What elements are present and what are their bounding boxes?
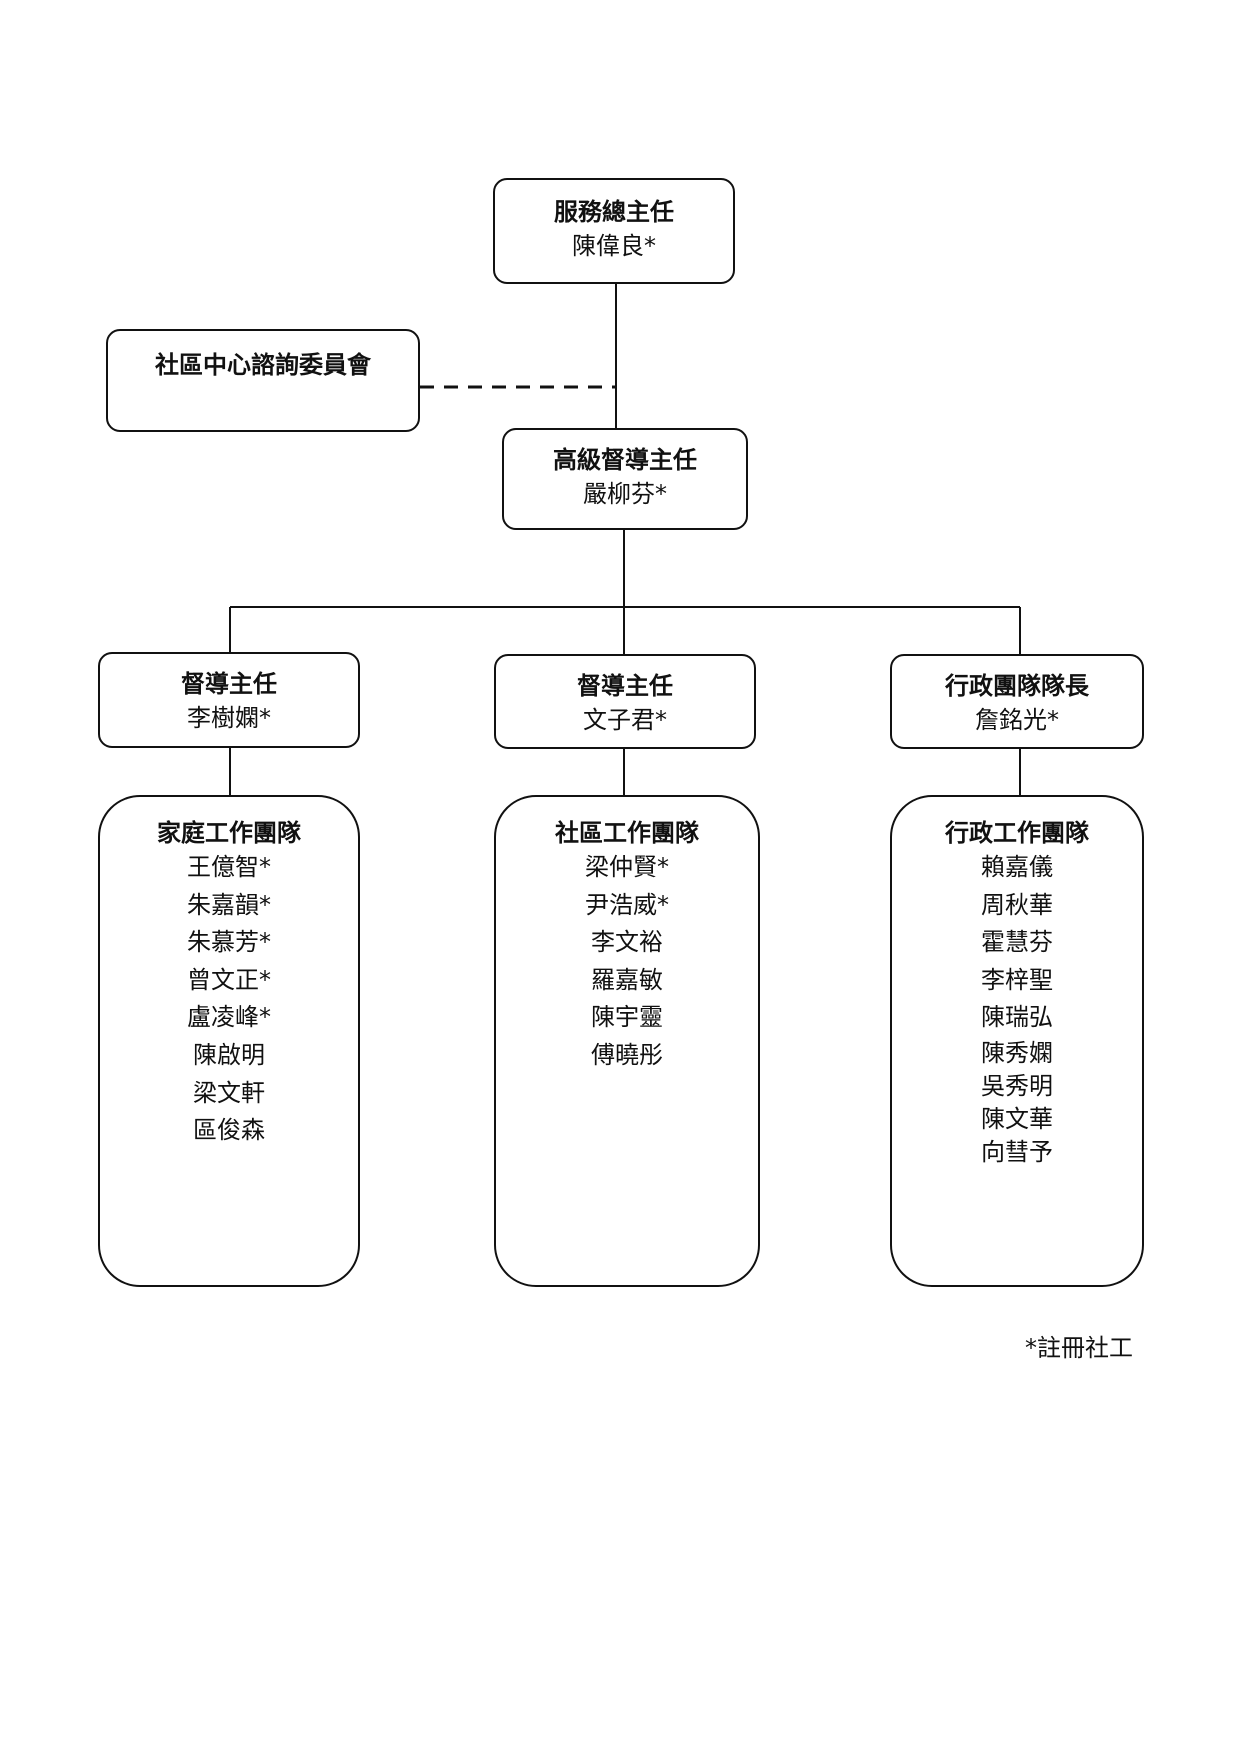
team-box-family: 家庭工作團隊 王億智* 朱嘉韻* 朱慕芳* 曾文正* 盧凌峰* 陳啟明 梁文軒 … (98, 795, 360, 1287)
team-member: 盧凌峰* (187, 1003, 271, 1032)
supervisor-name: 李樹嫻* (187, 704, 271, 732)
footnote: *註冊社工 (1025, 1334, 1133, 1362)
director-name: 陳偉良* (572, 232, 656, 260)
team-member: 陳文華 (981, 1104, 1053, 1133)
team-member: 周秋華 (981, 890, 1053, 919)
senior-supervisor-title: 高級督導主任 (553, 446, 697, 474)
team-member: 霍慧芬 (981, 928, 1053, 957)
team-member: 朱慕芳* (187, 928, 271, 957)
team-member: 尹浩威* (585, 890, 669, 919)
team-member: 李文裕 (591, 928, 663, 957)
team-box-admin: 行政工作團隊 賴嘉儀 周秋華 霍慧芬 李梓聖 陳瑞弘 陳秀嫻 吳秀明 陳文華 向… (890, 795, 1144, 1287)
team-member: 傅曉彤 (591, 1040, 663, 1069)
team-title: 行政工作團隊 (945, 819, 1089, 847)
senior-supervisor-box: 高級督導主任 嚴柳芬* (502, 428, 748, 530)
supervisor-title: 督導主任 (577, 672, 673, 700)
team-member: 王億智* (187, 853, 271, 881)
committee-box: 社區中心諮詢委員會 (106, 329, 420, 432)
team-member: 吳秀明 (981, 1071, 1053, 1100)
senior-supervisor-name: 嚴柳芬* (583, 480, 667, 508)
supervisor-name: 文子君* (583, 706, 667, 734)
supervisor-title: 督導主任 (181, 670, 277, 698)
supervisor-box-admin: 行政團隊隊長 詹銘光* (890, 654, 1144, 749)
team-member: 陳啟明 (193, 1040, 265, 1069)
director-title: 服務總主任 (554, 198, 674, 226)
committee-title: 社區中心諮詢委員會 (155, 351, 371, 379)
team-member: 李梓聖 (981, 965, 1053, 994)
supervisor-box-family: 督導主任 李樹嫻* (98, 652, 360, 748)
team-title: 家庭工作團隊 (157, 819, 301, 847)
admin-team-leader-title: 行政團隊隊長 (945, 672, 1089, 700)
team-member: 陳瑞弘 (981, 1003, 1053, 1032)
team-member: 陳宇靈 (591, 1003, 663, 1032)
team-member: 區俊森 (193, 1116, 265, 1145)
team-member: 羅嘉敏 (591, 965, 663, 994)
team-member: 梁仲賢* (585, 853, 669, 881)
team-member: 朱嘉韻* (187, 890, 271, 919)
team-box-community: 社區工作團隊 梁仲賢* 尹浩威* 李文裕 羅嘉敏 陳宇靈 傅曉彤 (494, 795, 760, 1287)
admin-team-leader-name: 詹銘光* (975, 706, 1059, 734)
team-member: 梁文軒 (193, 1078, 265, 1107)
team-member: 陳秀嫻 (981, 1038, 1053, 1067)
team-member: 曾文正* (187, 965, 271, 994)
team-member: 向彗予 (981, 1137, 1053, 1166)
team-title: 社區工作團隊 (555, 819, 699, 847)
director-box: 服務總主任 陳偉良* (493, 178, 735, 284)
supervisor-box-community: 督導主任 文子君* (494, 654, 756, 749)
team-member: 賴嘉儀 (981, 853, 1053, 881)
